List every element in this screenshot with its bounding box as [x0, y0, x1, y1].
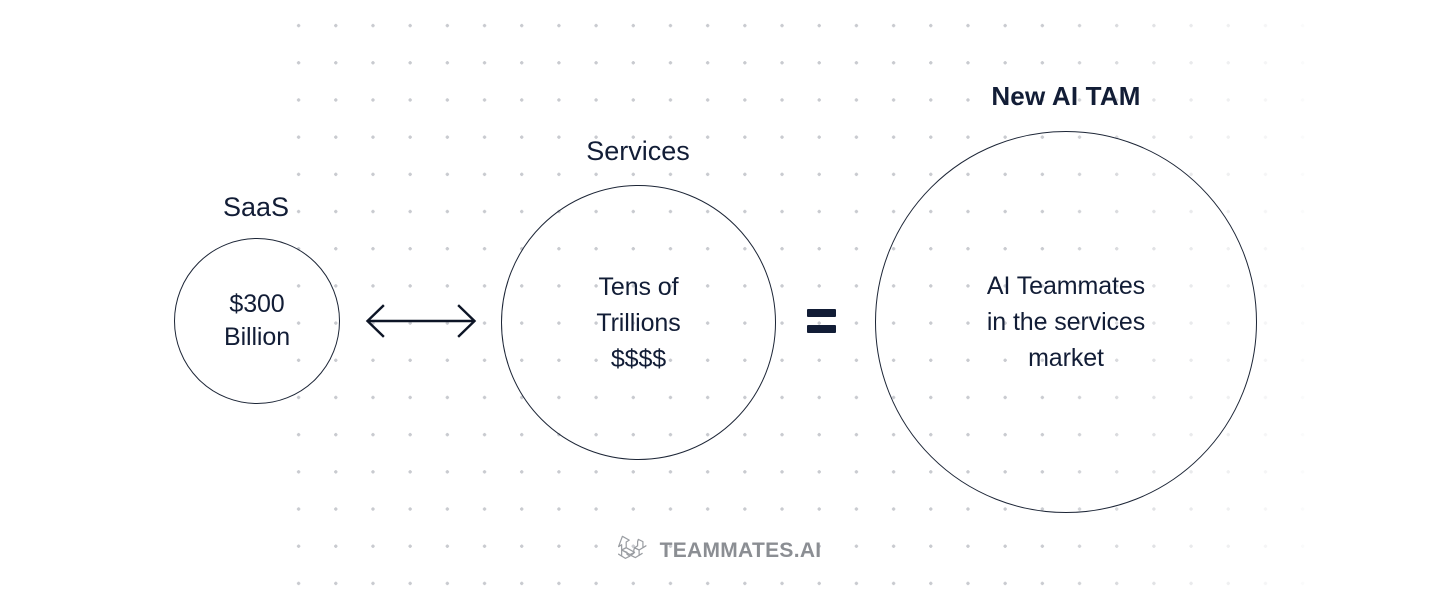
- saas-value-text: $300 Billion: [224, 290, 290, 351]
- new-ai-tam-node-label: New AI TAM: [991, 81, 1141, 111]
- saas-node-label: SaaS: [222, 192, 290, 222]
- footer-brand: TEAMMATES.AI: [0, 531, 1432, 569]
- equals-bar-top: [806, 309, 836, 317]
- new-ai-tam-value-text: AI Teammates in the services market: [986, 272, 1146, 372]
- services-value-text: Tens of Trillions $$$$: [596, 272, 681, 373]
- services-node-label: Services: [586, 136, 690, 166]
- saas-circle: $300 Billion: [174, 238, 340, 404]
- services-circle: Tens of Trillions $$$$: [501, 185, 776, 460]
- equals-sign-icon: [800, 296, 842, 346]
- equals-bar-bottom: [806, 325, 836, 333]
- new-ai-tam-circle: AI Teammates in the services market: [875, 131, 1257, 513]
- teammates-wordmark: TEAMMATES.AI: [659, 538, 822, 562]
- teammates-pinwheel-logo-icon: [611, 531, 649, 569]
- double-headed-arrow-icon: [362, 296, 480, 346]
